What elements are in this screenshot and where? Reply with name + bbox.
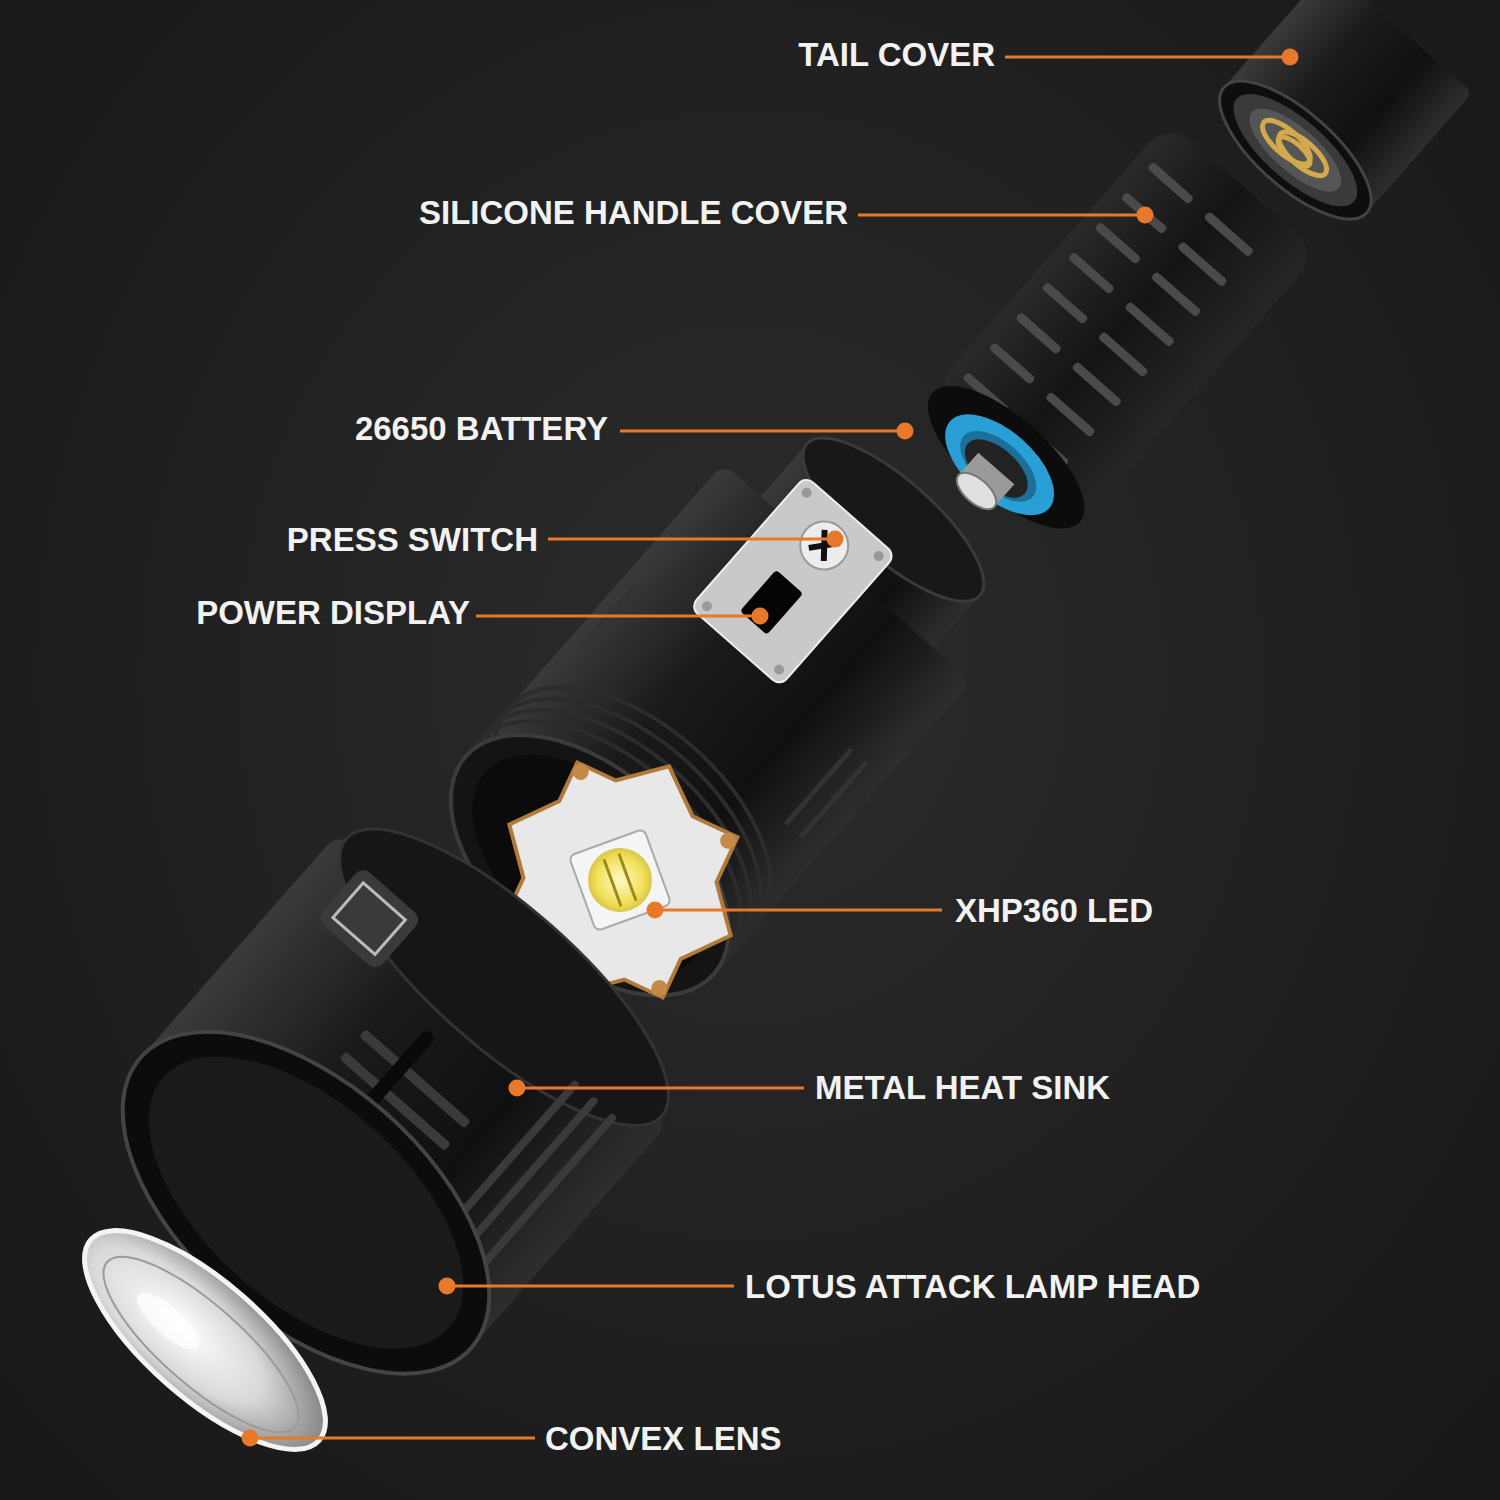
convex-lens (53, 1196, 358, 1484)
part-label: METAL HEAT SINK (815, 1068, 1110, 1108)
part-label: XHP360 LED (955, 891, 1153, 931)
part-label: PRESS SWITCH (0, 520, 538, 560)
part-label: SILICONE HANDLE COVER (248, 193, 848, 233)
leader-lines (243, 50, 1297, 1445)
part-label: TAIL COVER (395, 35, 995, 75)
part-label: 26650 BATTERY (8, 409, 608, 449)
part-label: CONVEX LENS (545, 1419, 782, 1459)
part-label: LOTUS ATTACK LAMP HEAD (745, 1267, 1200, 1307)
silicone-handle (893, 121, 1318, 566)
part-label: POWER DISPLAY (0, 593, 470, 633)
